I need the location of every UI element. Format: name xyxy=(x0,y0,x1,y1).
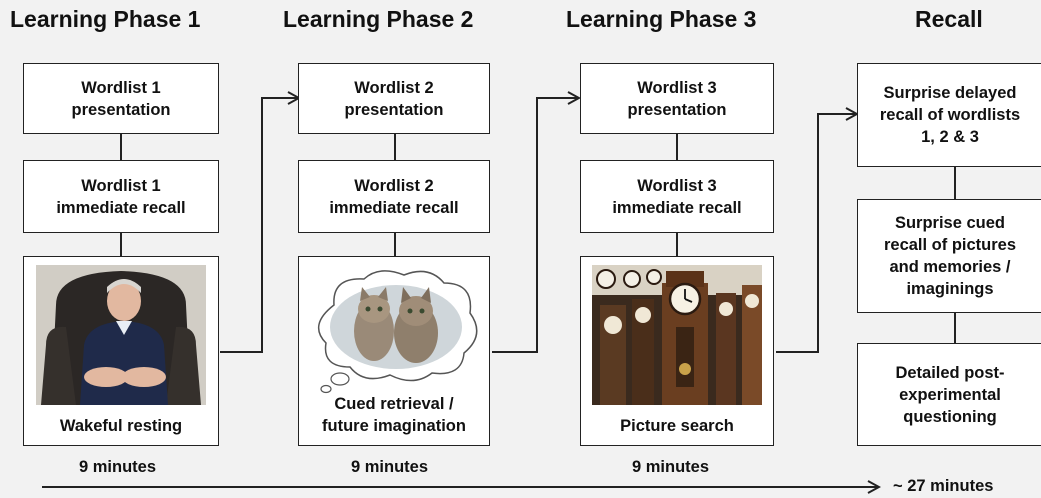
box-line: immediate recall xyxy=(56,198,186,217)
caption-line: Cued retrieval / xyxy=(334,395,454,413)
caption-line: future imagination xyxy=(322,417,466,435)
wordlist2-recall-box: Wordlist 2 immediate recall xyxy=(298,160,490,233)
phase1-duration: 9 minutes xyxy=(79,458,157,476)
phase3-duration: 9 minutes xyxy=(632,458,710,476)
box-line: imaginings xyxy=(906,280,994,298)
wakeful-resting-box: Wakeful resting xyxy=(23,256,219,446)
phase2-title: Learning Phase 2 xyxy=(283,6,474,32)
arrow-phase1-to-phase2 xyxy=(220,98,298,353)
arrow-phase3-to-recall xyxy=(776,114,856,353)
box-line: 1, 2 & 3 xyxy=(921,128,979,146)
phase1-title: Learning Phase 1 xyxy=(10,6,201,32)
box-line: and memories / xyxy=(889,258,1011,276)
surprise-delayed-recall-box: Surprise delayed recall of wordlists 1, … xyxy=(857,63,1041,167)
surprise-cued-recall-box: Surprise cued recall of pictures and mem… xyxy=(857,199,1041,313)
box-line: Surprise delayed xyxy=(883,84,1017,102)
box-line: Wordlist 3 xyxy=(637,176,717,195)
kittens-in-thought-bubble-photo xyxy=(317,270,478,394)
box-line: immediate recall xyxy=(612,198,742,217)
arrow-phase2-to-phase3 xyxy=(492,98,578,353)
total-duration: ~ 27 minutes xyxy=(893,477,994,495)
box-line: experimental xyxy=(899,385,1001,404)
box-line: immediate recall xyxy=(329,198,459,217)
box-line: recall of wordlists xyxy=(879,106,1021,124)
caption-line: Picture search xyxy=(620,417,734,435)
clock-shop-photo xyxy=(592,265,762,405)
phase2-duration: 9 minutes xyxy=(351,458,429,476)
box-line: presentation xyxy=(344,100,444,119)
box-line: Wordlist 3 xyxy=(637,78,717,97)
caption-line: Wakeful resting xyxy=(59,417,183,435)
box-line: Surprise cued xyxy=(894,214,1006,232)
wordlist2-presentation-box: Wordlist 2 presentation xyxy=(298,63,490,134)
box-line: presentation xyxy=(627,100,727,119)
activity-caption: Picture search xyxy=(581,415,773,437)
wordlist1-recall-box: Wordlist 1 immediate recall xyxy=(23,160,219,233)
box-line: Wordlist 1 xyxy=(81,78,161,97)
post-experimental-questioning-box: Detailed post- experimental questioning xyxy=(857,343,1041,446)
box-line: Wordlist 2 xyxy=(354,176,434,195)
box-line: Wordlist 2 xyxy=(354,78,434,97)
phase3-title: Learning Phase 3 xyxy=(566,6,757,32)
box-line: recall of pictures xyxy=(883,236,1017,254)
wordlist3-presentation-box: Wordlist 3 presentation xyxy=(580,63,774,134)
box-line: presentation xyxy=(71,100,171,119)
cued-retrieval-box: Cued retrieval / future imagination xyxy=(298,256,490,446)
activity-caption: Wakeful resting xyxy=(24,415,218,437)
picture-search-box: Picture search xyxy=(580,256,774,446)
wordlist1-presentation-box: Wordlist 1 presentation xyxy=(23,63,219,134)
box-line: Wordlist 1 xyxy=(81,176,161,195)
activity-caption: Cued retrieval / future imagination xyxy=(299,393,489,437)
wordlist3-recall-box: Wordlist 3 immediate recall xyxy=(580,160,774,233)
recall-title: Recall xyxy=(915,6,983,32)
man-resting-in-armchair-photo xyxy=(36,265,206,405)
box-line: questioning xyxy=(903,407,997,426)
box-line: Detailed post- xyxy=(895,363,1005,382)
